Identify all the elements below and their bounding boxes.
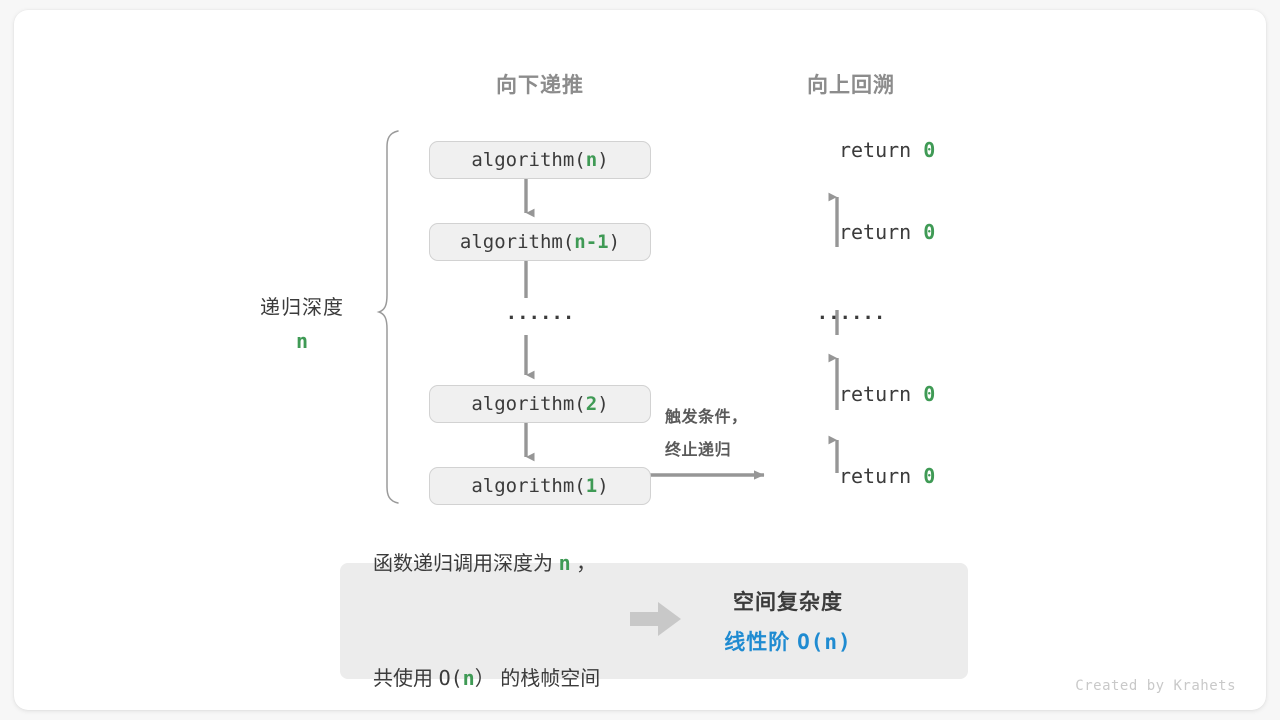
return-ellipsis: ······: [816, 307, 886, 329]
space-complexity-value: 线性阶 O(n): [724, 626, 851, 656]
summary-line1-text-b: ，: [570, 553, 597, 575]
call-text-prefix: algorithm(: [459, 231, 575, 253]
call-arg: 1: [585, 475, 598, 497]
return-value: 0: [923, 220, 936, 244]
return-value: 0: [923, 382, 936, 406]
complexity-expression: O(n): [797, 630, 852, 654]
return-text: return: [838, 220, 924, 244]
summary-description: 函数递归调用深度为 n ， 共使用 O(n） 的栈帧空间: [373, 468, 600, 720]
base-case-note: 触发条件， 终止递归: [665, 401, 748, 467]
summary-panel: 函数递归调用深度为 n ， 共使用 O(n） 的栈帧空间 空间复杂度 线性阶 O…: [340, 551, 968, 690]
summary-line-1: 函数递归调用深度为 n ，: [373, 544, 600, 583]
summary-line2-n: n: [462, 666, 475, 690]
return-label-1: return 0: [767, 114, 936, 186]
complexity-order-label: 线性阶: [724, 631, 798, 654]
summary-line2-text-a: 共使用: [373, 668, 439, 690]
return-value: 0: [923, 464, 936, 488]
call-box-n: algorithm(n): [429, 141, 651, 179]
call-arg: n-1: [574, 231, 609, 253]
call-arg: n: [585, 149, 598, 171]
call-text-suffix: ): [597, 149, 609, 171]
summary-line2-paren: ）: [474, 668, 495, 690]
call-arg: 2: [585, 393, 598, 415]
space-complexity-title: 空间复杂度: [732, 591, 843, 614]
recursion-depth-value: n: [295, 329, 309, 353]
base-case-note-line1: 触发条件，: [665, 409, 748, 426]
base-case-note-line2: 终止递归: [665, 442, 732, 459]
summary-line1-text-a: 函数递归调用深度为: [373, 553, 559, 575]
implies-arrow-icon: [630, 601, 682, 642]
summary-line1-n: n: [558, 551, 571, 575]
summary-line2-o: O(: [438, 666, 463, 690]
diagram-card: 向下递推 向上回溯 递归深度 n algorithm(n) algorithm(…: [14, 10, 1266, 710]
call-box-1: algorithm(1): [429, 467, 651, 505]
recursion-depth-label: 递归深度 n: [260, 291, 344, 353]
call-text-prefix: algorithm(: [471, 149, 586, 171]
call-text-suffix: ): [608, 231, 621, 253]
summary-line2-text-b: 的栈帧空间: [494, 668, 601, 690]
recursion-depth-title: 递归深度: [260, 297, 344, 319]
return-text: return: [838, 382, 924, 406]
call-text-suffix: ): [597, 393, 609, 415]
summary-line-2: 共使用 O(n） 的栈帧空间: [373, 659, 600, 698]
call-ellipsis: ······: [505, 307, 575, 329]
credit-text: Created by Krahets: [1075, 678, 1236, 694]
call-text-prefix: algorithm(: [471, 475, 586, 497]
depth-brace: [376, 130, 399, 504]
header-descend: 向下递推: [496, 74, 584, 97]
call-text-prefix: algorithm(: [471, 393, 586, 415]
return-text: return: [838, 464, 924, 488]
call-box-2: algorithm(2): [429, 385, 651, 423]
summary-conclusion: 空间复杂度 线性阶 O(n): [724, 586, 851, 656]
return-label-4: return 0: [767, 440, 936, 512]
call-box-n-1: algorithm(n-1): [429, 223, 651, 261]
header-backtrack: 向上回溯: [807, 74, 895, 97]
call-text-suffix: ): [597, 475, 609, 497]
return-label-2: return 0: [767, 196, 936, 268]
return-value: 0: [923, 138, 936, 162]
return-label-3: return 0: [767, 358, 936, 430]
return-text: return: [838, 138, 924, 162]
